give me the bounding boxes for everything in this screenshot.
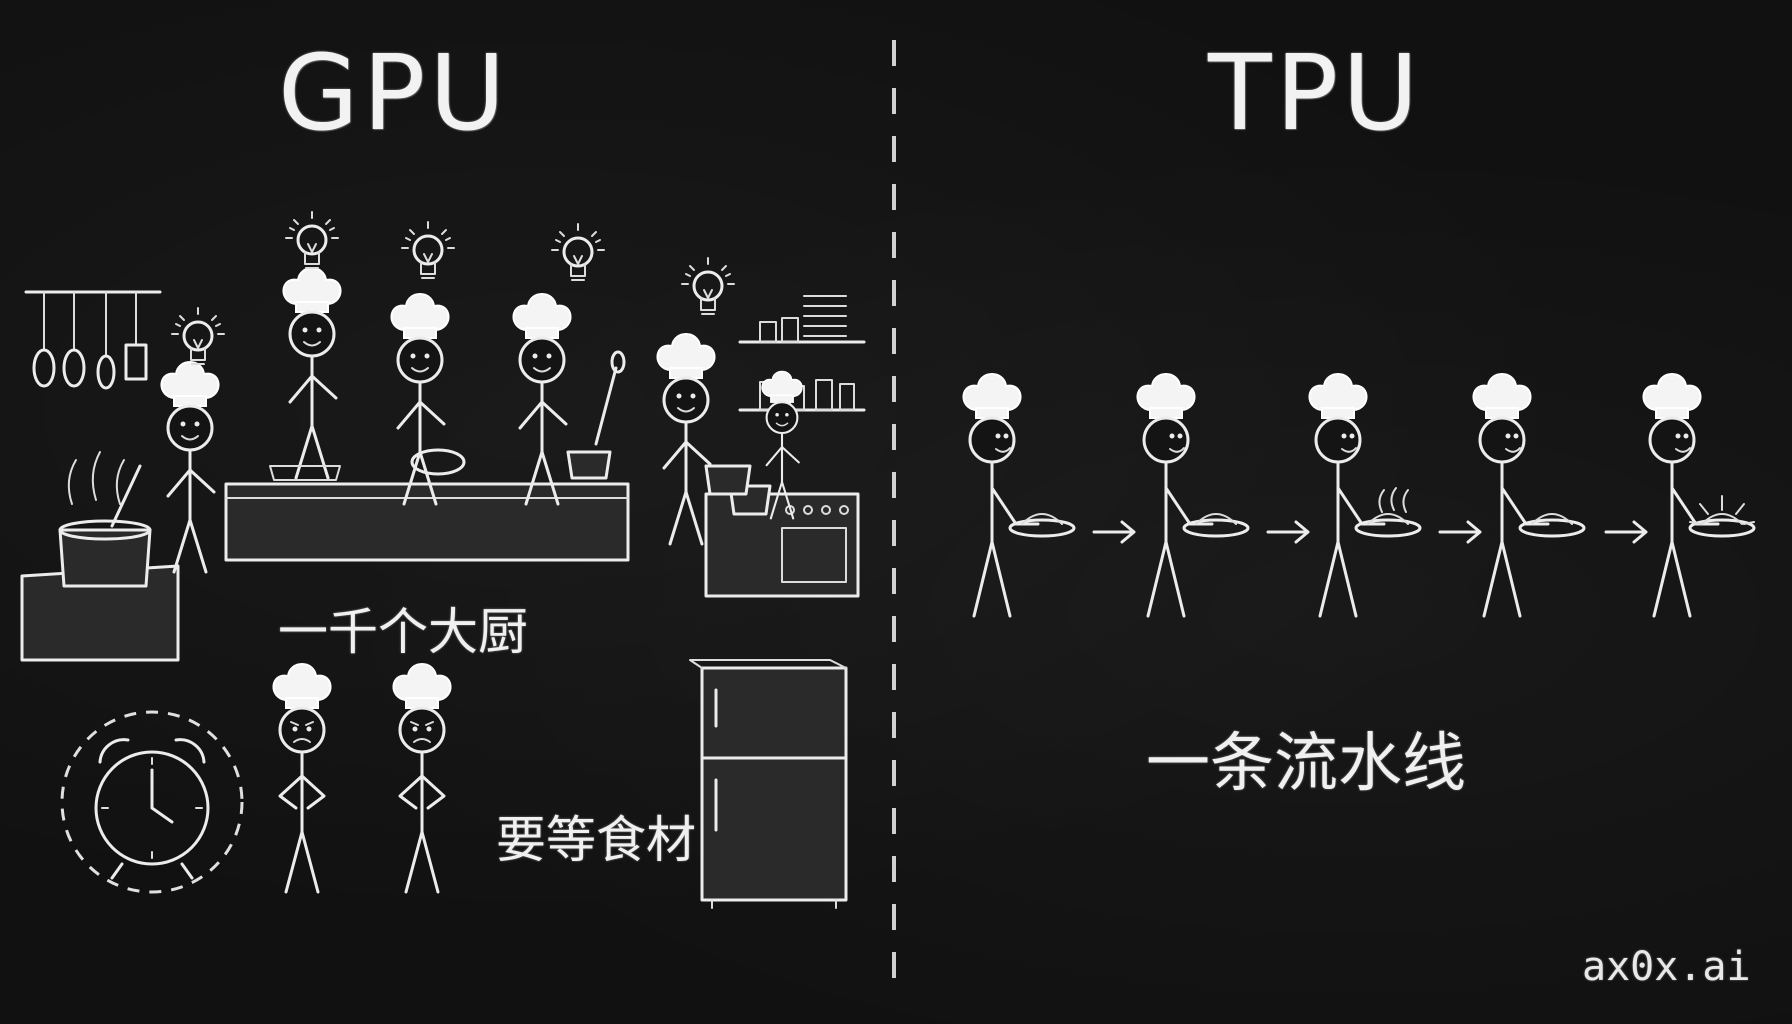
gpu-caption-chefs: 一千个大厨 [278, 603, 528, 661]
gpu-caption-wait: 要等食材 [496, 811, 696, 869]
chef-icon [1641, 372, 1756, 618]
arrow-right-icon [1438, 520, 1482, 544]
shelf-icon [738, 295, 866, 412]
cooking-pot-icon [58, 451, 152, 588]
alarm-clock-icon [60, 710, 244, 894]
chef-icon [1135, 372, 1250, 618]
tpu-caption: 一条流水线 [1146, 727, 1466, 801]
arrow-right-icon [1604, 520, 1648, 544]
steam [1378, 487, 1409, 513]
tpu-title: TPU [1208, 32, 1423, 154]
oven [704, 484, 860, 598]
refrigerator-icon [689, 659, 848, 909]
gpu-title: GPU [278, 32, 510, 154]
sparkle [1689, 495, 1755, 525]
kitchen-utensils-icon [24, 290, 162, 390]
gpu-kitchen-illustration [20, 210, 866, 909]
dashed-divider [892, 40, 896, 986]
arrow-right-icon [1092, 520, 1136, 544]
chef-icon [1307, 372, 1422, 618]
chef-icon [961, 372, 1076, 618]
chef-icon [1471, 372, 1586, 618]
arrow-right-icon [1266, 520, 1310, 544]
watermark: ax0x.ai [1582, 944, 1751, 990]
